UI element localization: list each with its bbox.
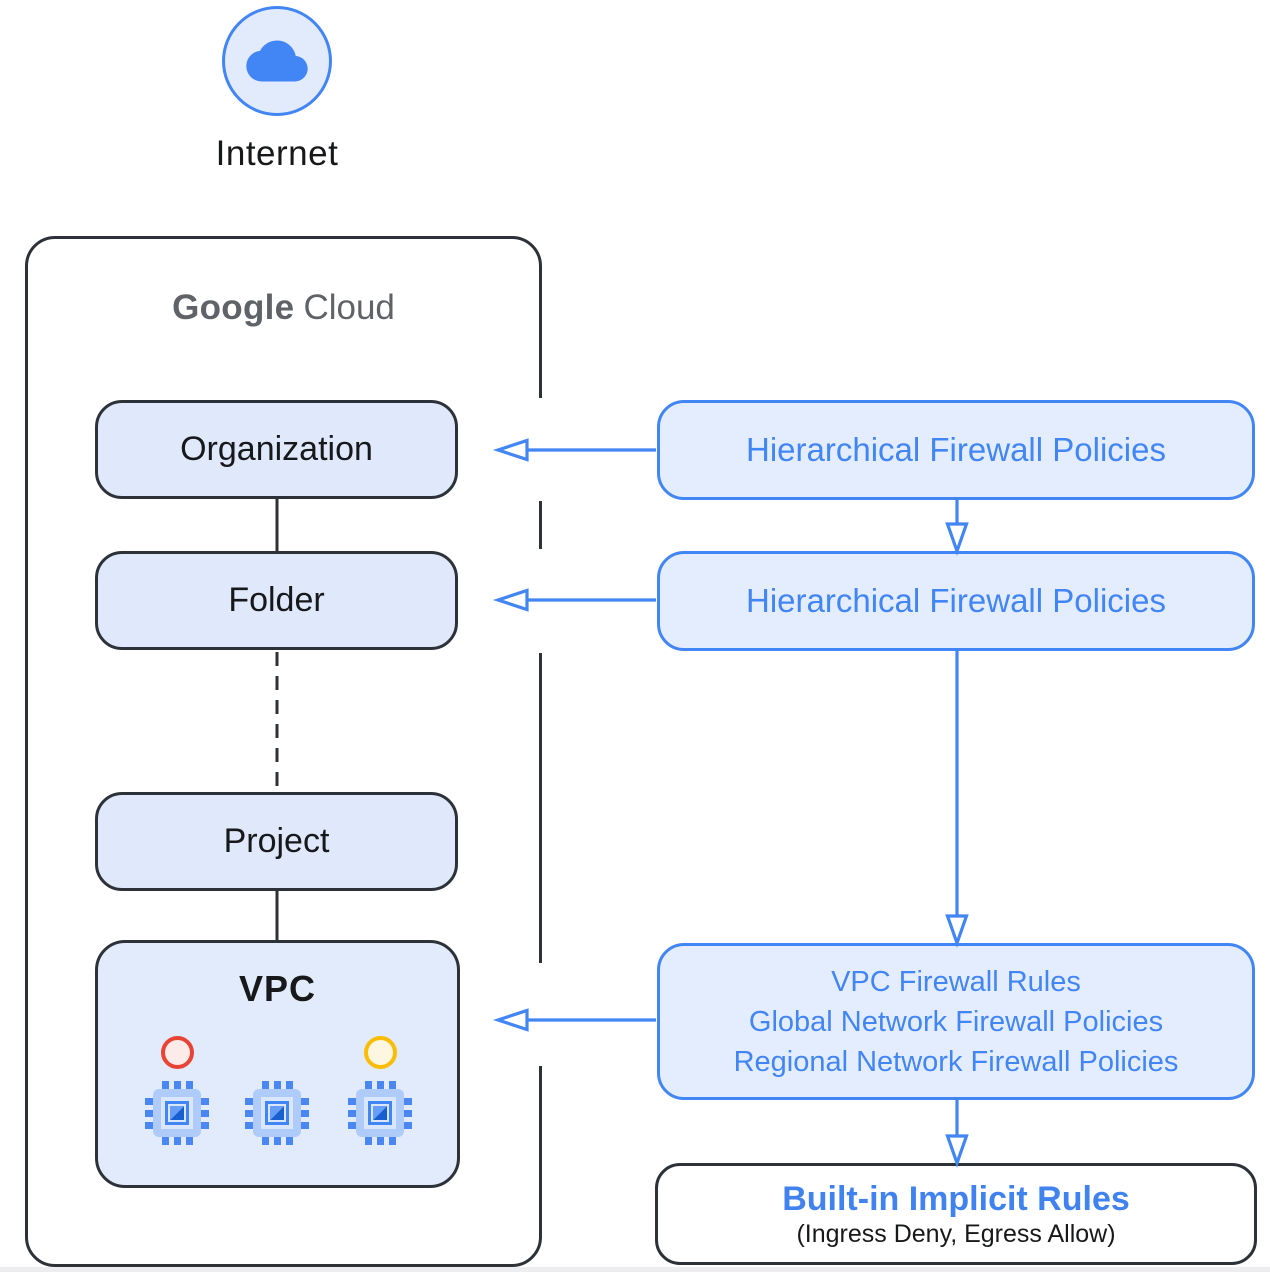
- border-gap: [534, 549, 549, 653]
- google-cloud-logo-cloud: Cloud: [303, 288, 395, 327]
- vpc-rules-line: Global Network Firewall Policies: [748, 1005, 1164, 1038]
- vpc-rules-line: VPC Firewall Rules: [831, 965, 1081, 998]
- arrowhead-down: [945, 914, 969, 948]
- cloud-icon: [246, 40, 308, 82]
- page-bottom-edge: [0, 1267, 1270, 1272]
- builtin-rules-subtitle: (Ingress Deny, Egress Allow): [796, 1219, 1116, 1248]
- organization-label: Organization: [180, 430, 373, 468]
- project-label: Project: [223, 822, 330, 860]
- border-gap: [534, 398, 549, 501]
- internet-node: [222, 6, 332, 116]
- hfp-folder-label: Hierarchical Firewall Policies: [746, 582, 1166, 619]
- internet-label: Internet: [215, 134, 339, 173]
- hfp-org-label: Hierarchical Firewall Policies: [746, 431, 1166, 468]
- builtin-implicit-rules-box: Built-in Implicit Rules (Ingress Deny, E…: [655, 1163, 1257, 1265]
- red-status-dot: [161, 1036, 194, 1069]
- yellow-status-dot: [364, 1036, 397, 1069]
- hierarchical-firewall-policies-org-box: Hierarchical Firewall Policies: [657, 400, 1255, 500]
- arrowhead-down: [945, 1134, 969, 1168]
- vm-instance-chip-icon: [245, 1081, 309, 1145]
- vpc-label: VPC: [238, 968, 317, 1009]
- border-gap: [534, 963, 549, 1066]
- vm-instance-chip-icon: [348, 1081, 412, 1145]
- folder-node: Folder: [95, 551, 458, 650]
- folder-label: Folder: [228, 581, 325, 619]
- vm-instance-chip-icon: [145, 1081, 209, 1145]
- organization-node: Organization: [95, 400, 458, 499]
- vpc-firewall-rules-box: VPC Firewall Rules Global Network Firewa…: [657, 943, 1255, 1100]
- vpc-rules-line: Regional Network Firewall Policies: [733, 1045, 1179, 1078]
- builtin-rules-title: Built-in Implicit Rules: [782, 1179, 1130, 1218]
- project-node: Project: [95, 792, 458, 891]
- vpc-node: [95, 940, 460, 1188]
- hierarchical-firewall-policies-folder-box: Hierarchical Firewall Policies: [657, 551, 1255, 651]
- google-cloud-logo-google: Google: [172, 288, 295, 327]
- arrowhead-down: [945, 522, 969, 556]
